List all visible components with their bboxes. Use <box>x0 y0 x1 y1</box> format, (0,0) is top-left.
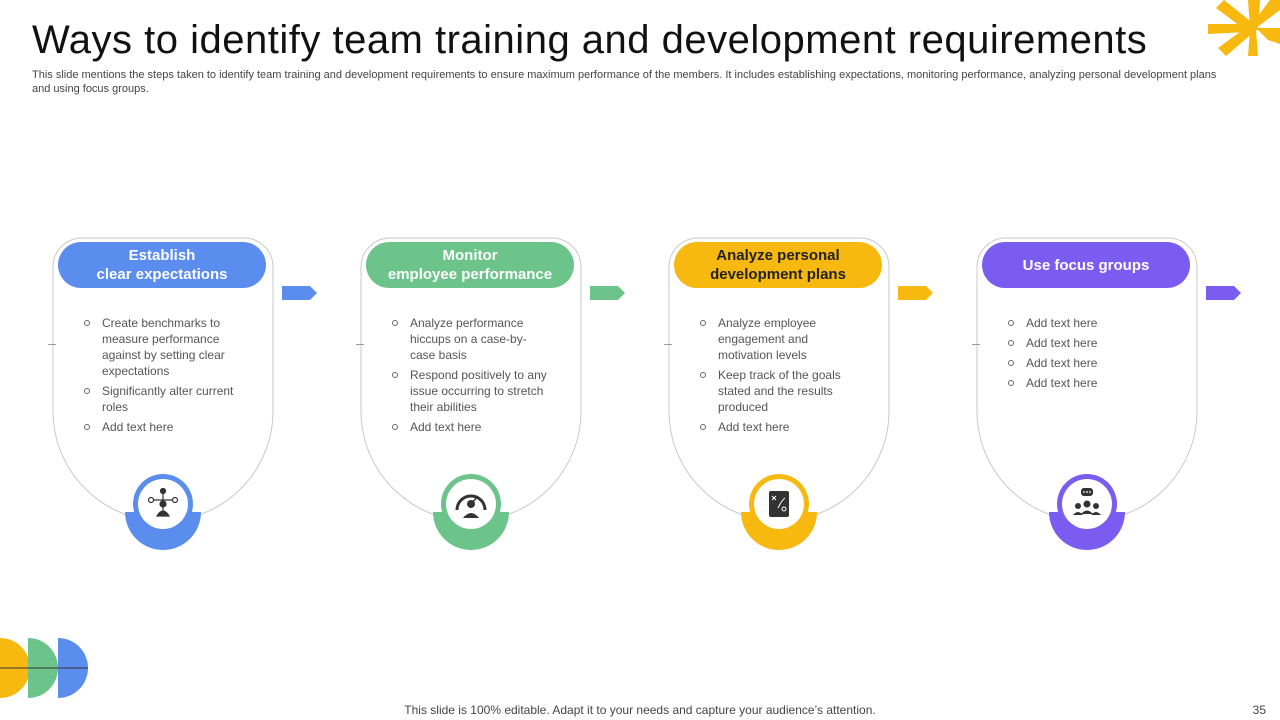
card-points: Create benchmarks to measure performance… <box>82 315 242 439</box>
side-tick <box>48 344 56 345</box>
list-item: Add text here <box>1006 355 1166 371</box>
list-item: Respond positively to any issue occurrin… <box>390 367 550 415</box>
card-points: Analyze employee engagement and motivati… <box>698 315 858 439</box>
list-item: Add text here <box>390 419 550 435</box>
list-item: Keep track of the goals stated and the r… <box>698 367 858 415</box>
side-tick <box>972 344 980 345</box>
arrow-tab <box>282 286 317 300</box>
step-card-establish-expectations: Establish clear expectations Create benc… <box>48 237 317 550</box>
step-card-focus-groups: Use focus groups Add text here Add text … <box>972 237 1241 550</box>
slide-subtitle: This slide mentions the steps taken to i… <box>32 69 1217 95</box>
list-item: Add text here <box>1006 335 1166 351</box>
performance-gauge-icon <box>432 474 510 552</box>
strategy-document-icon <box>740 474 818 552</box>
card-heading-line1: Establish <box>128 247 196 264</box>
card-heading-line1: Monitor <box>442 247 498 264</box>
side-tick <box>664 344 672 345</box>
card-points: Add text here Add text here Add text her… <box>1006 315 1166 395</box>
card-heading-line2: development plans <box>710 266 846 283</box>
card-heading-line2: employee performance <box>387 266 553 283</box>
card-heading-pill: Establish clear expectations <box>58 242 266 288</box>
card-heading-pill: Use focus groups <box>982 242 1190 288</box>
card-heading-pill: Analyze personal development plans <box>674 242 882 288</box>
hierarchy-person-icon <box>124 474 202 552</box>
card-heading-pill: Monitor employee performance <box>366 242 574 288</box>
list-item: Add text here <box>1006 375 1166 391</box>
list-item: Create benchmarks to measure performance… <box>82 315 242 379</box>
list-item: Analyze performance hiccups on a case-by… <box>390 315 550 363</box>
arrow-tab <box>590 286 625 300</box>
side-tick <box>356 344 364 345</box>
arrow-tab <box>898 286 933 300</box>
list-item: Add text here <box>698 419 858 435</box>
list-item: Add text here <box>1006 315 1166 331</box>
list-item: Add text here <box>82 419 242 435</box>
group-discussion-icon <box>1048 474 1126 552</box>
page-number: 35 <box>1252 703 1266 717</box>
card-heading-line2: clear expectations <box>96 266 228 283</box>
list-item: Analyze employee engagement and motivati… <box>698 315 858 363</box>
step-card-analyze-plans: Analyze personal development plans Analy… <box>664 237 933 550</box>
step-card-monitor-performance: Monitor employee performance Analyze per… <box>356 237 625 550</box>
card-heading-line1: Use focus groups <box>1022 256 1150 274</box>
card-points: Analyze performance hiccups on a case-by… <box>390 315 550 439</box>
card-heading-line1: Analyze personal <box>716 247 840 264</box>
list-item: Significantly alter current roles <box>82 383 242 415</box>
arrow-tab <box>1206 286 1241 300</box>
slide-footer: This slide is 100% editable. Adapt it to… <box>404 703 876 717</box>
decorative-star-icon <box>1208 0 1280 56</box>
slide-title: Ways to identify team training and devel… <box>32 18 1148 62</box>
decorative-semicircles <box>0 638 88 698</box>
